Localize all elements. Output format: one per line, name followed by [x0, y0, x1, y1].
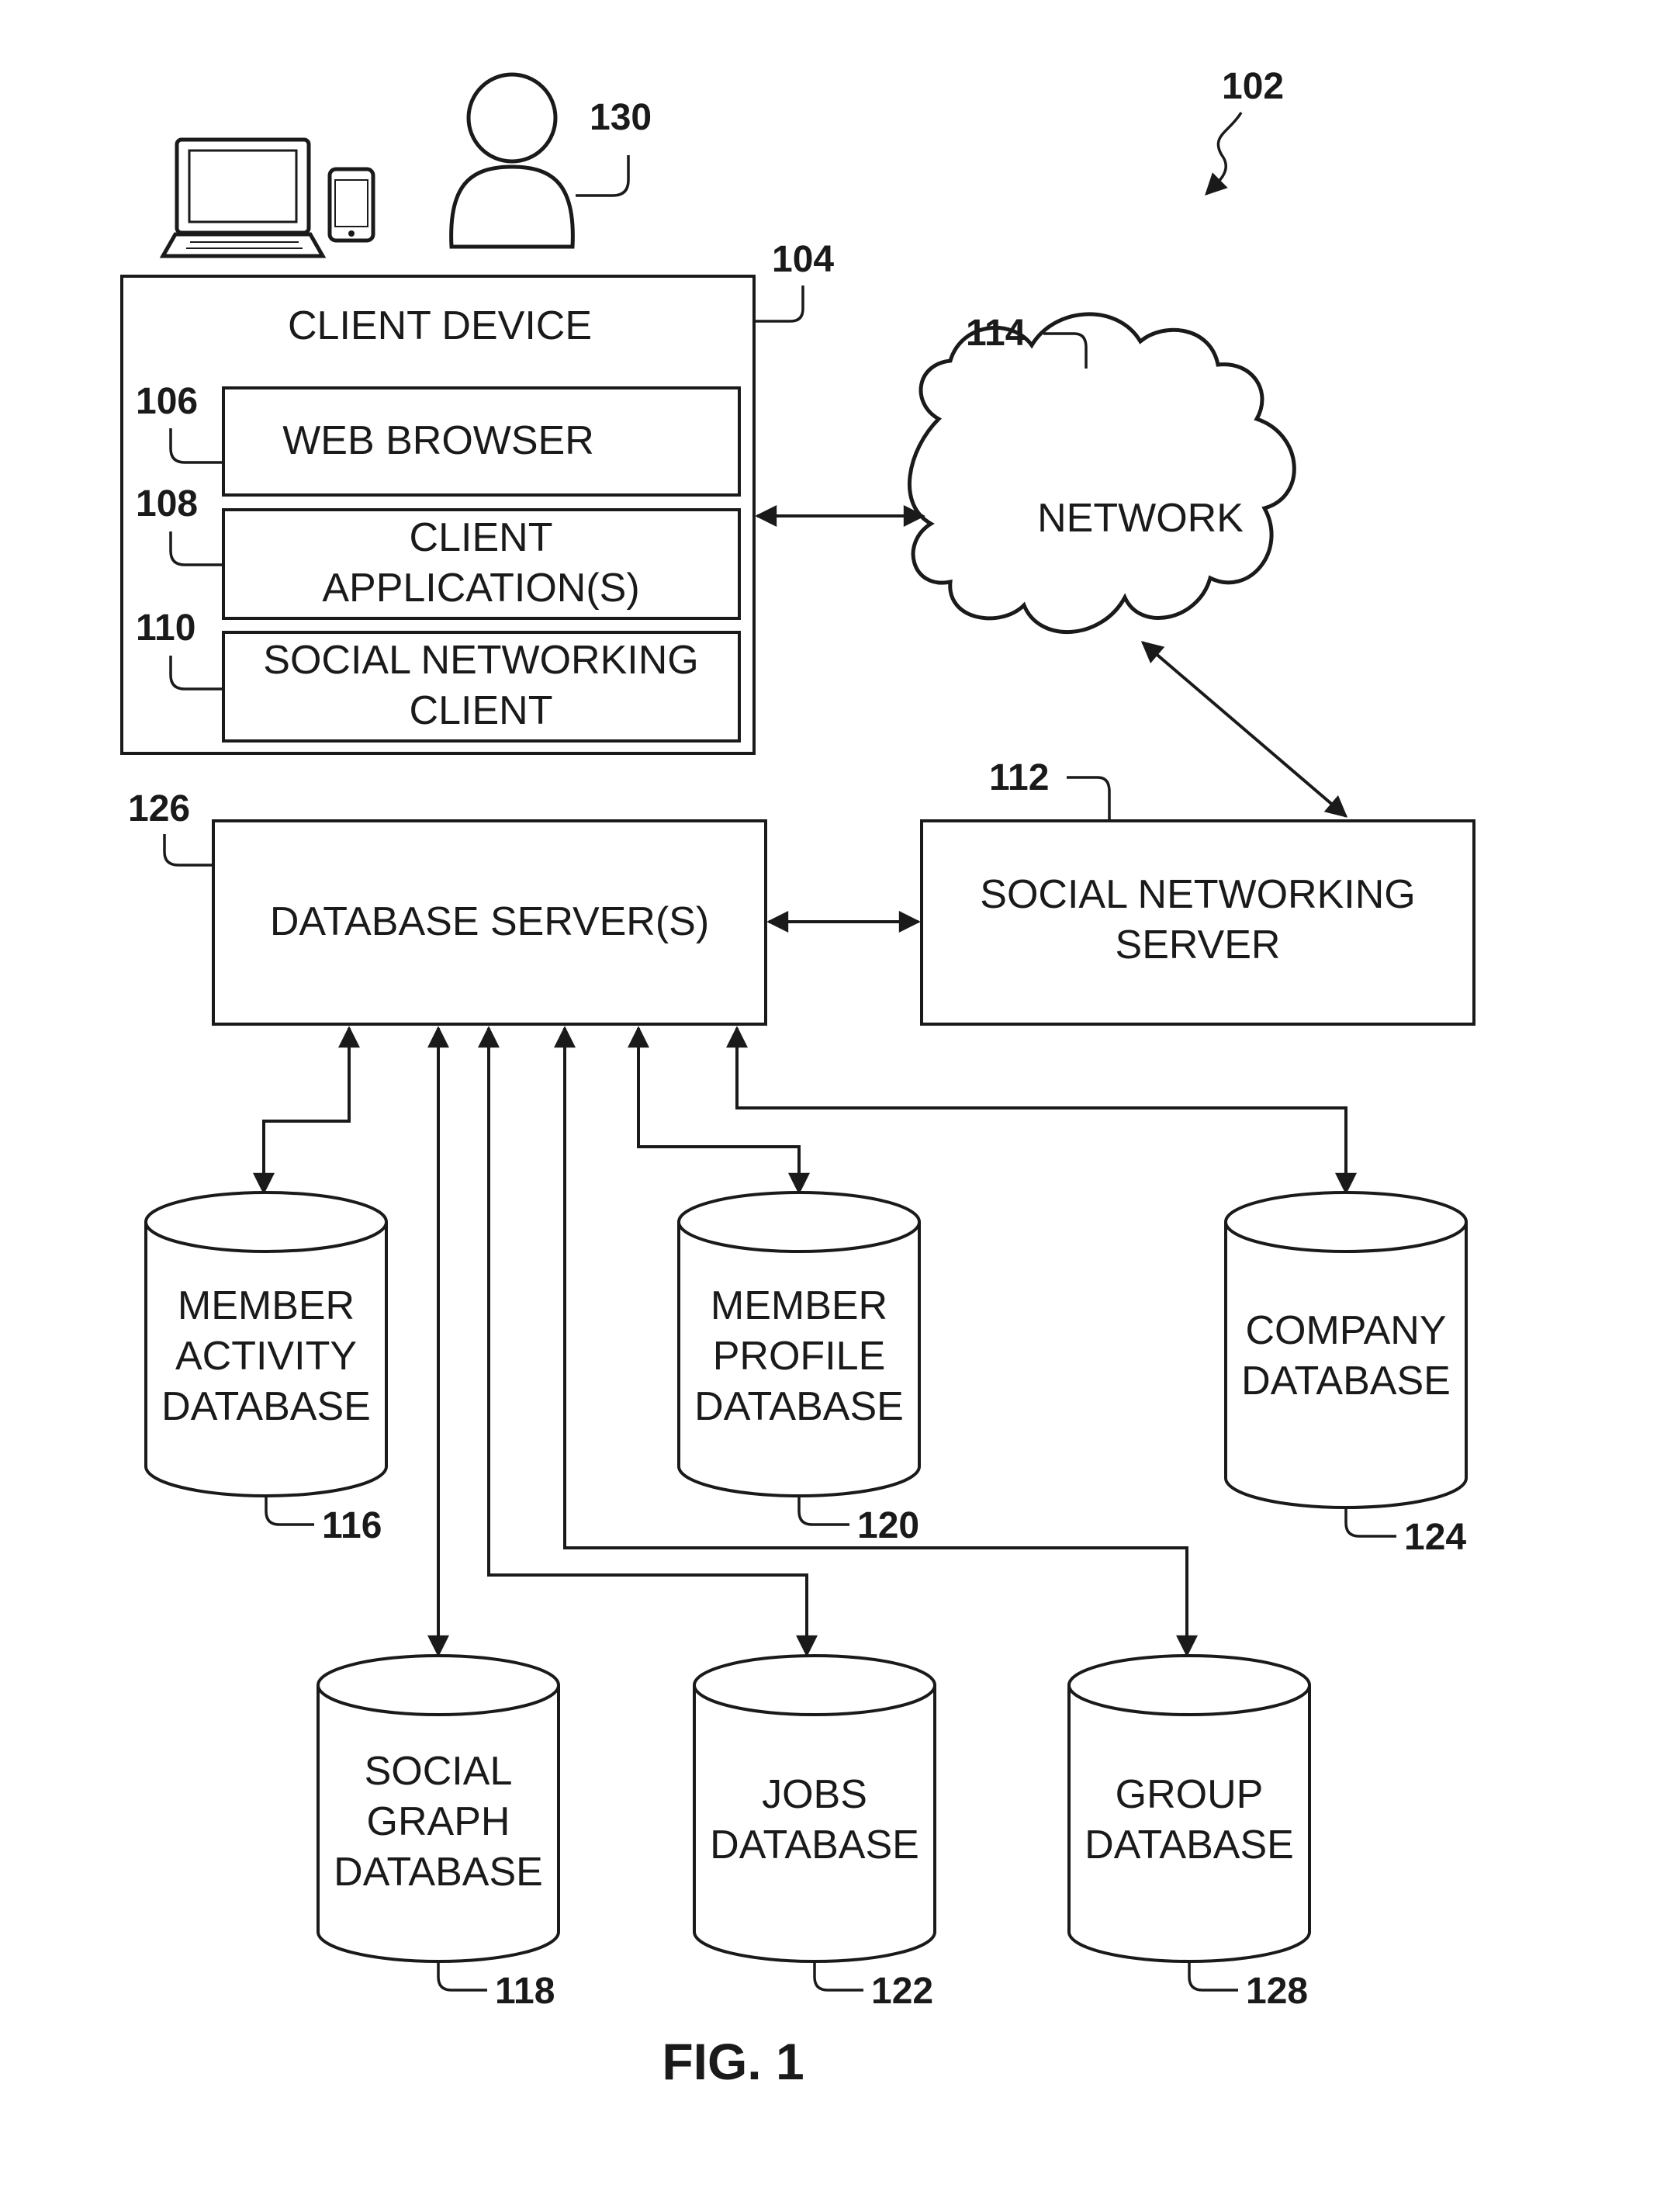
- member-activity-line1: MEMBER: [178, 1283, 355, 1328]
- company-line2: DATABASE: [1241, 1359, 1451, 1404]
- network-ref: 114: [966, 313, 1026, 354]
- member-profile-line3: DATABASE: [694, 1384, 904, 1429]
- social-graph-line2: GRAPH: [367, 1799, 510, 1844]
- member-profile-line2: PROFILE: [713, 1334, 886, 1379]
- network-cloud: [909, 314, 1294, 632]
- social-graph-ref: 118: [495, 1971, 555, 2012]
- social-graph-line3: DATABASE: [334, 1850, 543, 1895]
- company-database: COMPANY DATABASE 124: [1226, 1193, 1466, 1558]
- system-ref-label: 102: [1222, 66, 1284, 107]
- system-ref-arrow: [1206, 113, 1241, 194]
- social-networking-server-ref: 112: [989, 757, 1049, 798]
- group-ref: 128: [1246, 1971, 1308, 2012]
- social-networking-client-ref: 110: [136, 608, 195, 649]
- member-activity-leader: [266, 1496, 314, 1525]
- group-database: GROUP DATABASE 128: [1069, 1656, 1309, 2012]
- user-ref: 130: [576, 97, 652, 196]
- social-networking-server-label-line1: SOCIAL NETWORKING: [980, 872, 1415, 917]
- social-networking-client-label-line2: CLIENT: [410, 688, 553, 733]
- user-ref-label: 130: [590, 97, 652, 138]
- client-applications-ref: 108: [136, 483, 198, 524]
- member-profile-ref: 120: [857, 1505, 919, 1546]
- database-servers-leader: [164, 834, 213, 865]
- member-activity-ref: 116: [322, 1505, 382, 1546]
- phone-icon: [330, 169, 373, 241]
- member-profile-line1: MEMBER: [711, 1283, 887, 1328]
- jobs-leader: [815, 1961, 863, 1990]
- member-activity-line2: ACTIVITY: [175, 1334, 357, 1379]
- user-icon: [451, 74, 573, 247]
- network-server-connector: [1143, 642, 1346, 816]
- group-line1: GROUP: [1116, 1772, 1264, 1817]
- connector-company: [737, 1028, 1346, 1193]
- social-graph-database: SOCIAL GRAPH DATABASE 118: [318, 1656, 559, 2012]
- database-servers-label: DATABASE SERVER(S): [270, 899, 709, 944]
- social-networking-server-leader: [1067, 777, 1109, 821]
- client-device: CLIENT DEVICE 104 WEB BROWSER 106 CLIENT…: [122, 239, 834, 753]
- jobs-line1: JOBS: [762, 1772, 867, 1817]
- social-graph-line1: SOCIAL: [365, 1749, 513, 1794]
- social-networking-client-label-line1: SOCIAL NETWORKING: [263, 638, 698, 683]
- client-applications-label-line1: CLIENT: [410, 515, 553, 560]
- user-ref-leader: [576, 155, 628, 196]
- database-servers: DATABASE SERVER(S) 126: [128, 788, 766, 1024]
- company-line1: COMPANY: [1245, 1308, 1446, 1353]
- jobs-line2: DATABASE: [710, 1823, 919, 1868]
- client-device-leader: [754, 286, 803, 321]
- database-servers-ref: 126: [128, 788, 190, 829]
- web-browser-label: WEB BROWSER: [282, 418, 594, 463]
- social-graph-leader: [438, 1961, 487, 1990]
- company-leader: [1346, 1508, 1396, 1536]
- group-line2: DATABASE: [1085, 1823, 1294, 1868]
- member-activity-line3: DATABASE: [161, 1384, 371, 1429]
- social-networking-server: SOCIAL NETWORKING SERVER 112: [922, 757, 1474, 1024]
- client-device-ref: 104: [772, 239, 834, 280]
- client-applications-label-line2: APPLICATION(S): [322, 566, 639, 611]
- connector-member-activity: [264, 1028, 349, 1193]
- social-networking-server-label-line2: SERVER: [1116, 923, 1281, 968]
- connector-member-profile: [638, 1028, 799, 1193]
- figure-label: FIG. 1: [662, 2033, 804, 2090]
- group-leader: [1189, 1961, 1238, 1990]
- company-ref: 124: [1404, 1517, 1466, 1558]
- system-ref: 102: [1206, 66, 1284, 194]
- network-label: NETWORK: [1037, 496, 1244, 541]
- web-browser-ref: 106: [136, 381, 198, 422]
- member-profile-leader: [799, 1496, 849, 1525]
- laptop-icon: [163, 140, 323, 256]
- client-device-label: CLIENT DEVICE: [288, 303, 592, 348]
- member-activity-database: MEMBER ACTIVITY DATABASE 116: [146, 1193, 386, 1546]
- network: NETWORK 114: [909, 313, 1294, 632]
- member-profile-database: MEMBER PROFILE DATABASE 120: [679, 1193, 919, 1546]
- jobs-ref: 122: [871, 1971, 933, 2012]
- jobs-database: JOBS DATABASE 122: [694, 1656, 935, 2012]
